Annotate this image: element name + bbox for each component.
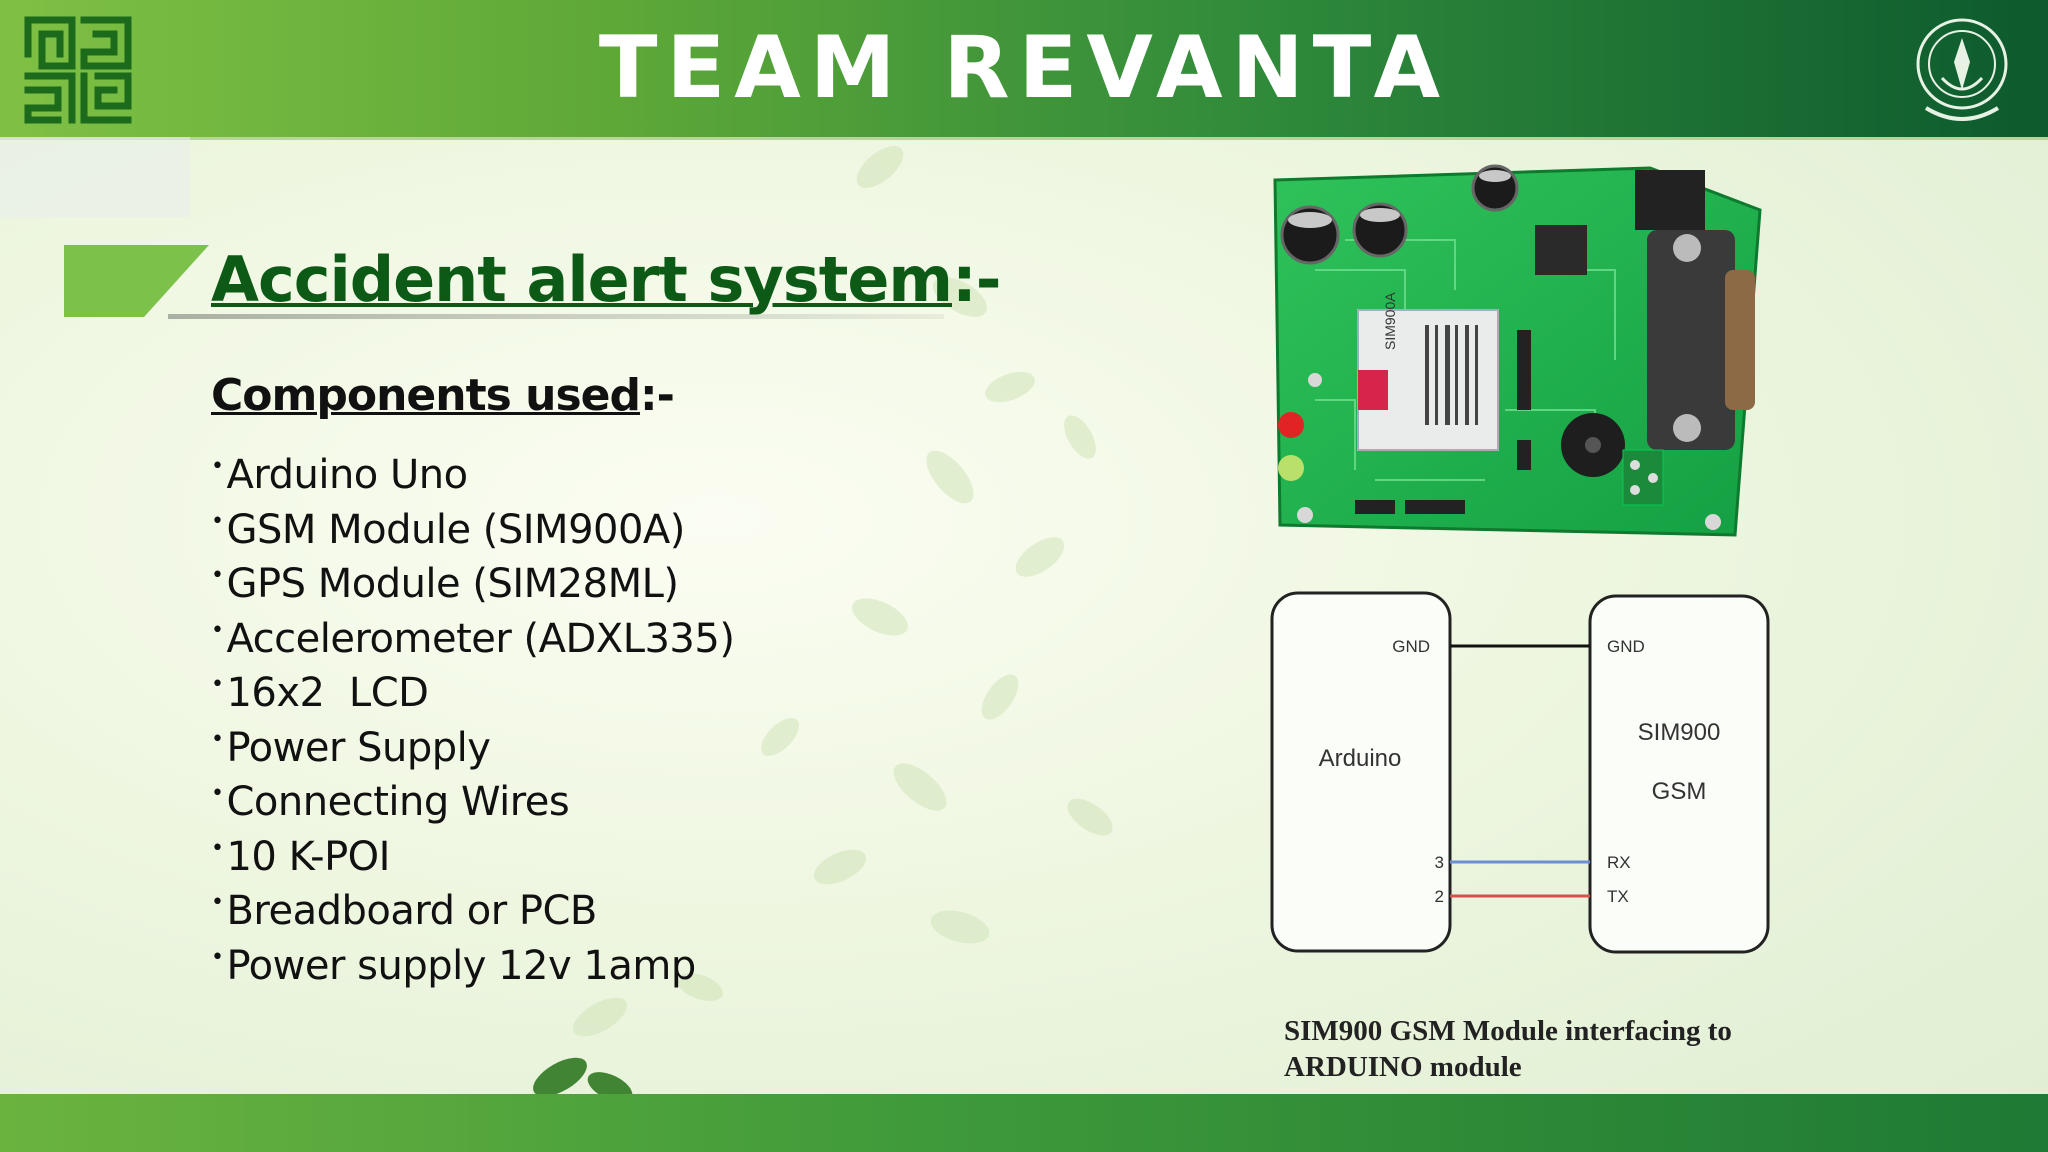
bullet-icon: •: [211, 944, 224, 970]
list-item: •Arduino Uno: [211, 448, 734, 503]
bullet-icon: •: [211, 781, 224, 806]
component-label: 10 K-POI: [226, 833, 390, 880]
pin-2-label: 2: [1435, 887, 1444, 906]
leaf-background-decoration: [0, 137, 1113, 1097]
footer-banner: [0, 1094, 2048, 1152]
component-label: Accelerometer (ADXL335): [226, 615, 735, 662]
component-label: GSM Module (SIM900A): [226, 506, 685, 553]
bullet-icon: •: [211, 508, 224, 534]
rx-label: RX: [1607, 853, 1631, 872]
diagram-caption: SIM900 GSM Module interfacing to ARDUINO …: [1284, 1013, 1784, 1085]
component-label: 16x2 LCD: [226, 670, 429, 716]
component-label: Breadboard or PCB: [226, 888, 597, 934]
component-label: Power Supply: [226, 724, 491, 771]
component-label: Connecting Wires: [226, 779, 570, 825]
bullet-icon: •: [211, 726, 224, 752]
subheading-text: Components used: [211, 370, 641, 421]
caption-line-2: ARDUINO module: [1284, 1051, 1522, 1083]
component-label: GPS Module (SIM28ML): [226, 561, 679, 607]
maze-logo-icon: [24, 16, 132, 124]
pin-3-label: 3: [1435, 853, 1444, 872]
wiring-diagram: GND GND Arduino SIM900 GSM 3 2 RX TX: [1270, 591, 1770, 954]
bullet-icon: •: [211, 835, 224, 861]
caption-line-1: SIM900 GSM Module interfacing to: [1284, 1015, 1732, 1047]
gsm-label: GSM: [1652, 778, 1707, 805]
list-item: •16x2 LCD: [211, 666, 734, 721]
heading-divider: [168, 314, 944, 319]
chip-label: SIM900A: [1382, 292, 1398, 350]
bullet-icon: •: [211, 563, 224, 588]
institute-emblem-icon: [1916, 18, 2008, 121]
tx-label: TX: [1607, 887, 1629, 906]
header-banner: TEAM REVANTA: [0, 0, 2048, 140]
component-label: Power supply 12v 1amp: [226, 942, 696, 989]
slide-heading: Accident alert system:-: [211, 243, 1002, 316]
heading-marker-shape: [64, 245, 209, 317]
subheading-suffix: :-: [639, 370, 675, 421]
sim900-box: [1588, 594, 1770, 954]
bullet-icon: •: [211, 890, 224, 915]
arduino-label: Arduino: [1319, 745, 1402, 772]
list-item: •10 K-POI: [211, 830, 734, 885]
list-item: •Connecting Wires: [211, 775, 734, 830]
heading-text: Accident alert system: [211, 243, 953, 316]
components-list: •Arduino Uno •GSM Module (SIM900A) •GPS …: [211, 448, 735, 994]
list-item: •Breadboard or PCB: [211, 884, 734, 939]
component-label: Arduino Uno: [226, 452, 468, 498]
list-item: •Power Supply: [211, 721, 734, 776]
list-item: •GSM Module (SIM900A): [211, 503, 734, 558]
sim-gnd-label: GND: [1607, 637, 1645, 656]
components-subheading: Components used:-: [211, 370, 675, 421]
bullet-icon: •: [211, 672, 224, 697]
sim900-label: SIM900: [1638, 719, 1721, 746]
bullet-icon: •: [211, 617, 224, 643]
arduino-box: [1270, 591, 1452, 953]
bullet-icon: •: [211, 454, 224, 479]
list-item: •Accelerometer (ADXL335): [211, 612, 735, 667]
arduino-gnd-label: GND: [1392, 637, 1430, 656]
list-item: •GPS Module (SIM28ML): [211, 557, 734, 612]
list-item: •Power supply 12v 1amp: [211, 939, 734, 994]
gsm-module-photo: SIM900A: [1273, 164, 1762, 537]
page-title: TEAM REVANTA: [598, 18, 1450, 118]
heading-suffix: :-: [951, 243, 1002, 316]
